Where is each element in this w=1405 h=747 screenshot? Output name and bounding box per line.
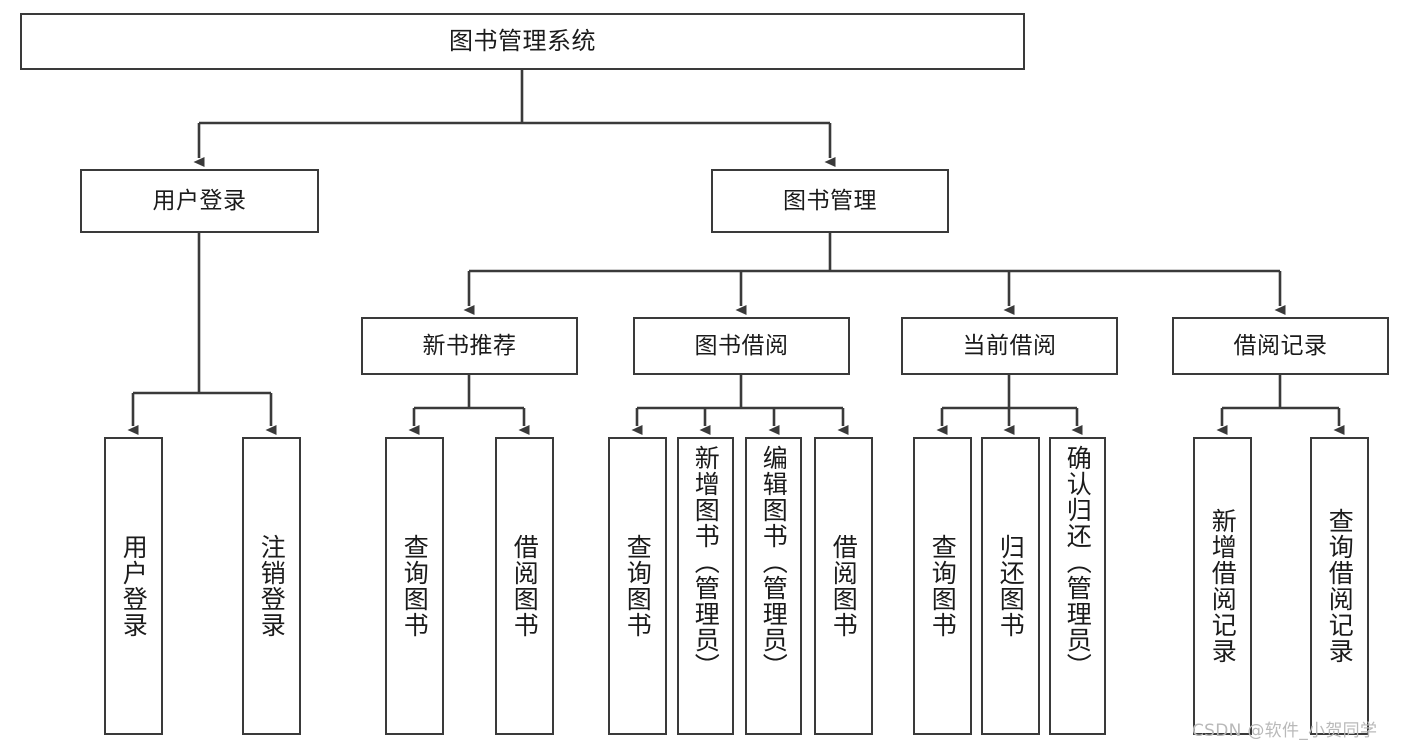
- node-label: 借阅图书: [510, 534, 540, 638]
- leaf-add-borrow-record[interactable]: 新增借阅记录: [1193, 437, 1252, 735]
- node-label: 图书管理: [783, 187, 877, 214]
- node-label: 新增图书（管理员）: [691, 445, 721, 679]
- node-label: 注销登录: [257, 534, 287, 638]
- node-label: 新增借阅记录: [1208, 508, 1238, 664]
- leaf-logout[interactable]: 注销登录: [242, 437, 301, 735]
- node-label: 当前借阅: [962, 332, 1057, 359]
- node-label: 编辑图书（管理员）: [759, 445, 789, 679]
- leaf-query-books-borrow[interactable]: 查询图书: [608, 437, 667, 735]
- node-label: 查询图书: [928, 534, 958, 638]
- leaf-query-borrow-record[interactable]: 查询借阅记录: [1310, 437, 1369, 735]
- node-label: 查询借阅记录: [1325, 508, 1355, 664]
- node-label: 查询图书: [400, 534, 430, 638]
- leaf-return-books[interactable]: 归还图书: [981, 437, 1040, 735]
- leaf-edit-book-admin[interactable]: 编辑图书（管理员）: [745, 437, 802, 735]
- leaf-query-books-new[interactable]: 查询图书: [385, 437, 444, 735]
- node-label: 借阅记录: [1233, 332, 1328, 359]
- node-label: 图书管理系统: [449, 26, 596, 55]
- leaf-add-book-admin[interactable]: 新增图书（管理员）: [677, 437, 734, 735]
- node-label: 归还图书: [996, 534, 1026, 638]
- node-label: 确认归还（管理员）: [1063, 445, 1093, 679]
- node-label: 借阅图书: [829, 534, 859, 638]
- node-root-book-management-system[interactable]: 图书管理系统: [20, 13, 1025, 70]
- csdn-watermark: CSDN @软件_小贺同学: [1192, 721, 1378, 741]
- leaf-user-login[interactable]: 用户登录: [104, 437, 163, 735]
- node-label: 查询图书: [623, 534, 653, 638]
- leaf-query-books-current[interactable]: 查询图书: [913, 437, 972, 735]
- leaf-borrow-books-new[interactable]: 借阅图书: [495, 437, 554, 735]
- node-user-login[interactable]: 用户登录: [80, 169, 319, 233]
- node-label: 图书借阅: [694, 332, 789, 359]
- node-label: 新书推荐: [422, 332, 517, 359]
- node-label: 用户登录: [119, 534, 149, 638]
- node-current-borrowing[interactable]: 当前借阅: [901, 317, 1118, 375]
- leaf-confirm-return-admin[interactable]: 确认归还（管理员）: [1049, 437, 1106, 735]
- leaf-borrow-books[interactable]: 借阅图书: [814, 437, 873, 735]
- node-borrow-records[interactable]: 借阅记录: [1172, 317, 1389, 375]
- node-book-management[interactable]: 图书管理: [711, 169, 949, 233]
- node-new-book-recommendation[interactable]: 新书推荐: [361, 317, 578, 375]
- node-label: 用户登录: [152, 187, 247, 214]
- node-book-borrowing[interactable]: 图书借阅: [633, 317, 850, 375]
